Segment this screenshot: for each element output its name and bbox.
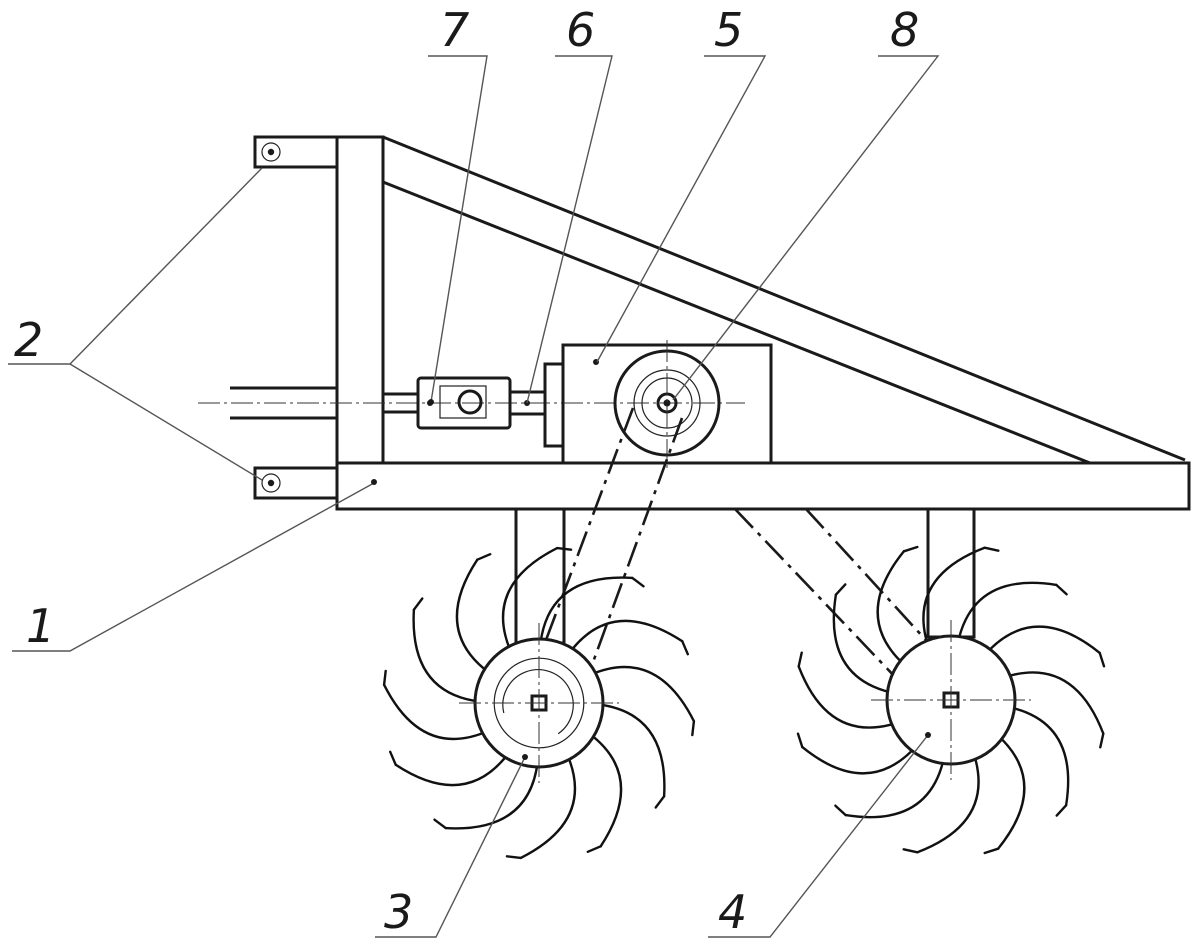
callout-6: 6 <box>566 3 595 57</box>
rotor-tine-tip <box>505 855 522 860</box>
idler-linkage <box>734 508 936 681</box>
rotor-tine-tip <box>654 795 666 809</box>
pto-shaft <box>230 386 418 420</box>
rotor-tine-tip <box>681 640 689 656</box>
rotor-tine-tip <box>1055 804 1068 817</box>
rotor-tine-tip <box>412 597 424 611</box>
rotor-tine-tip <box>1099 732 1105 749</box>
rotor-tine <box>832 593 895 695</box>
callout-3: 3 <box>384 885 413 939</box>
rotor-tine-tip <box>382 669 387 686</box>
drive-chain <box>544 407 684 666</box>
rotor-tine <box>587 731 623 848</box>
idler-rotor <box>796 545 1106 855</box>
rotor-tine <box>567 619 684 655</box>
rotor-tine-tip <box>631 576 645 588</box>
callout-8: 8 <box>890 3 919 57</box>
rotor-support-legs <box>514 507 976 645</box>
rotor-tine <box>844 756 946 819</box>
drive-rotor <box>382 546 696 860</box>
rotor-tine <box>455 558 491 675</box>
lower-hitch-bracket <box>253 466 339 500</box>
rotor-tine-tip <box>796 732 804 749</box>
rotor-tine-tip <box>1055 583 1068 596</box>
rotor-tine-tip <box>389 750 397 766</box>
rotor-tine <box>922 546 986 649</box>
rotor-tine <box>519 752 577 860</box>
rotor-tine-tip <box>902 545 919 553</box>
upper-hitch-bracket <box>253 135 339 169</box>
rotor-tine-tip <box>834 804 847 817</box>
rotor-tine-tip <box>476 553 492 561</box>
rotor-tine-tip <box>556 546 573 551</box>
callout-7: 7 <box>440 3 469 57</box>
callout-4: 4 <box>718 885 747 939</box>
rotor-tine <box>394 751 511 787</box>
rotor-tine-tip <box>691 720 696 737</box>
rotor-tine-tip <box>433 818 447 830</box>
rotor-sprocket-arc <box>502 669 574 735</box>
rotor-tine-tip <box>983 546 1000 552</box>
rotor-tine-tip <box>902 848 919 854</box>
rotor-tine <box>1002 671 1105 735</box>
rotor-tine <box>876 550 907 667</box>
rotor-tine <box>595 703 666 798</box>
rotor-tine <box>501 546 559 654</box>
rotor-tine-tip <box>1098 651 1106 668</box>
rotor-tine <box>916 751 980 854</box>
callout-2: 2 <box>14 313 43 367</box>
drive-sprocket <box>613 340 721 470</box>
rotor-tine <box>1007 705 1070 807</box>
rotor-tine <box>956 581 1058 644</box>
rotor-tine-tip <box>797 651 803 668</box>
rotor-tine-tip <box>983 847 1000 855</box>
rotor-tine-tip <box>834 583 847 596</box>
callout-5: 5 <box>714 3 743 57</box>
rotor-tine <box>995 733 1026 850</box>
rotor-tine-tip <box>586 845 602 853</box>
rotor-tine <box>797 665 900 729</box>
leader-dots <box>371 399 931 760</box>
rotor-tine <box>412 608 483 703</box>
rotor-tine <box>539 576 634 647</box>
rotor-tine <box>382 683 490 741</box>
rotor-tine <box>588 665 696 723</box>
rotor-tine <box>801 744 918 775</box>
callout-1: 1 <box>26 599 55 653</box>
rotor-tine <box>444 759 539 830</box>
leader-lines <box>8 55 940 938</box>
rotor-tine <box>984 625 1101 656</box>
